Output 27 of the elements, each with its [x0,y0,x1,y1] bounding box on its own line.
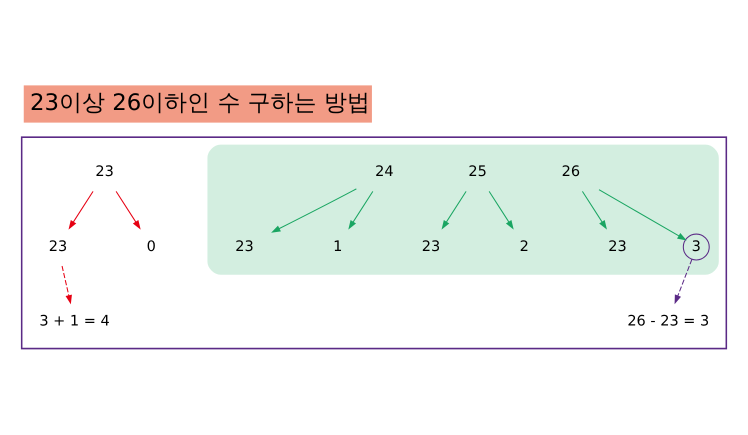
node-text: 23 [95,164,114,180]
arrow [488,190,514,230]
arrow [674,258,692,304]
node-text: 23 [48,238,68,254]
node-text: 24 [375,164,394,180]
arrow [62,265,72,304]
diagram-title: 23이상 26이하인 수 구하는 방법 [30,89,370,116]
node-text: 0 [146,238,156,254]
node-text: 2 [520,238,529,254]
node-text: 23 [235,238,254,254]
node-text: 25 [468,164,487,180]
arrow [116,190,141,230]
arrow [442,190,467,230]
arrow [582,190,607,230]
node-text: 23 [422,238,440,254]
node-text: 23 [608,238,627,254]
node-text: 26 [562,164,580,180]
arrow [598,188,687,240]
node-text: 1 [333,238,342,254]
node-circle: 3 [682,233,710,260]
node-text: 26 - 23 = 3 [627,312,710,329]
arrow [68,190,94,230]
cluster [207,144,719,274]
node-text: 3 + 1 = 4 [39,312,110,329]
arrow [271,188,357,232]
arrow [348,190,374,230]
cluster [20,136,728,349]
